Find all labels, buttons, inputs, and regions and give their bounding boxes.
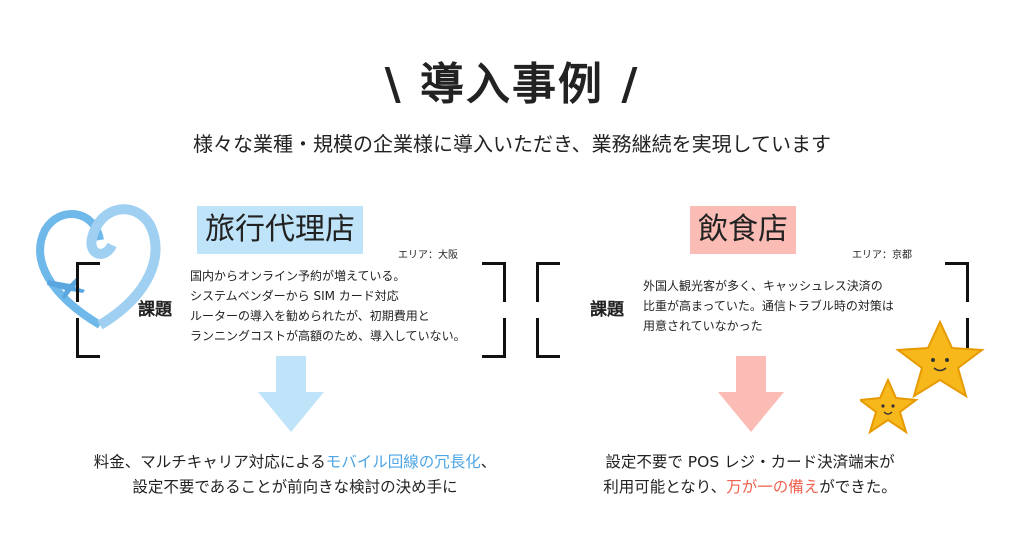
- smiling-stars-icon: [860, 319, 985, 435]
- heart-airplane-logo-icon: [36, 204, 161, 330]
- description-line: ランニングコストが高額のため、導入していない。: [190, 329, 466, 343]
- subtitle: 様々な業種・規模の企業様に導入いただき、業務継続を実現しています: [193, 132, 831, 156]
- result-text: 、: [480, 453, 497, 471]
- case-label-restaurant: 飲食店: [690, 206, 796, 254]
- bracket-corner: [945, 262, 969, 302]
- bracket-corner: [482, 262, 506, 302]
- kadai-heading: 課題: [590, 300, 624, 320]
- description-line: 比重が高まっていた。通信トラブル時の対策は: [643, 299, 894, 313]
- bracket-corner: [482, 318, 506, 358]
- bracket-corner: [536, 318, 560, 358]
- description-line: ルーターの導入を勧められたが、初期費用と: [190, 309, 430, 323]
- description-line: システムベンダーから SIM カード対応: [190, 289, 399, 303]
- case-area: エリア：京都: [852, 250, 912, 261]
- bracket-corner: [76, 318, 100, 358]
- result-highlight: モバイル回線の冗長化: [325, 453, 481, 471]
- description-line: 国内からオンライン予約が増えている。: [190, 269, 406, 283]
- case-description: 外国人観光客が多く、キャッシュレス決済の 比重が高まっていた。通信トラブル時の対…: [643, 276, 894, 336]
- kadai-heading: 課題: [138, 300, 172, 320]
- description-line: 外国人観光客が多く、キャッシュレス決済の: [643, 279, 883, 293]
- case-area: エリア：大阪: [398, 250, 458, 261]
- bracket-corner: [536, 262, 560, 302]
- case-description: 国内からオンライン予約が増えている。 システムベンダーから SIM カード対応 …: [190, 266, 466, 346]
- result-highlight: 万が一の備え: [726, 478, 820, 496]
- page-title: \ 導入事例 /: [384, 59, 640, 110]
- description-line: 用意されていなかった: [643, 319, 763, 333]
- case-result: 料金、マルチキャリア対応によるモバイル回線の冗長化、 設定不要であることが前向き…: [60, 450, 530, 500]
- arrow-down-icon: [718, 356, 784, 432]
- result-text: 利用可能となり、: [603, 478, 727, 496]
- result-text: 料金、マルチキャリア対応による: [93, 453, 326, 471]
- bracket-corner: [76, 262, 100, 302]
- result-text: 設定不要で POS レジ・カード決済端末が: [605, 453, 895, 471]
- arrow-down-icon: [258, 356, 324, 432]
- result-text: ができた。: [819, 478, 897, 496]
- case-label-travel-agency: 旅行代理店: [197, 206, 363, 254]
- case-result: 設定不要で POS レジ・カード決済端末が 利用可能となり、万が一の備えができた…: [530, 450, 970, 500]
- result-text: 設定不要であることが前向きな検討の決め手に: [132, 478, 458, 496]
